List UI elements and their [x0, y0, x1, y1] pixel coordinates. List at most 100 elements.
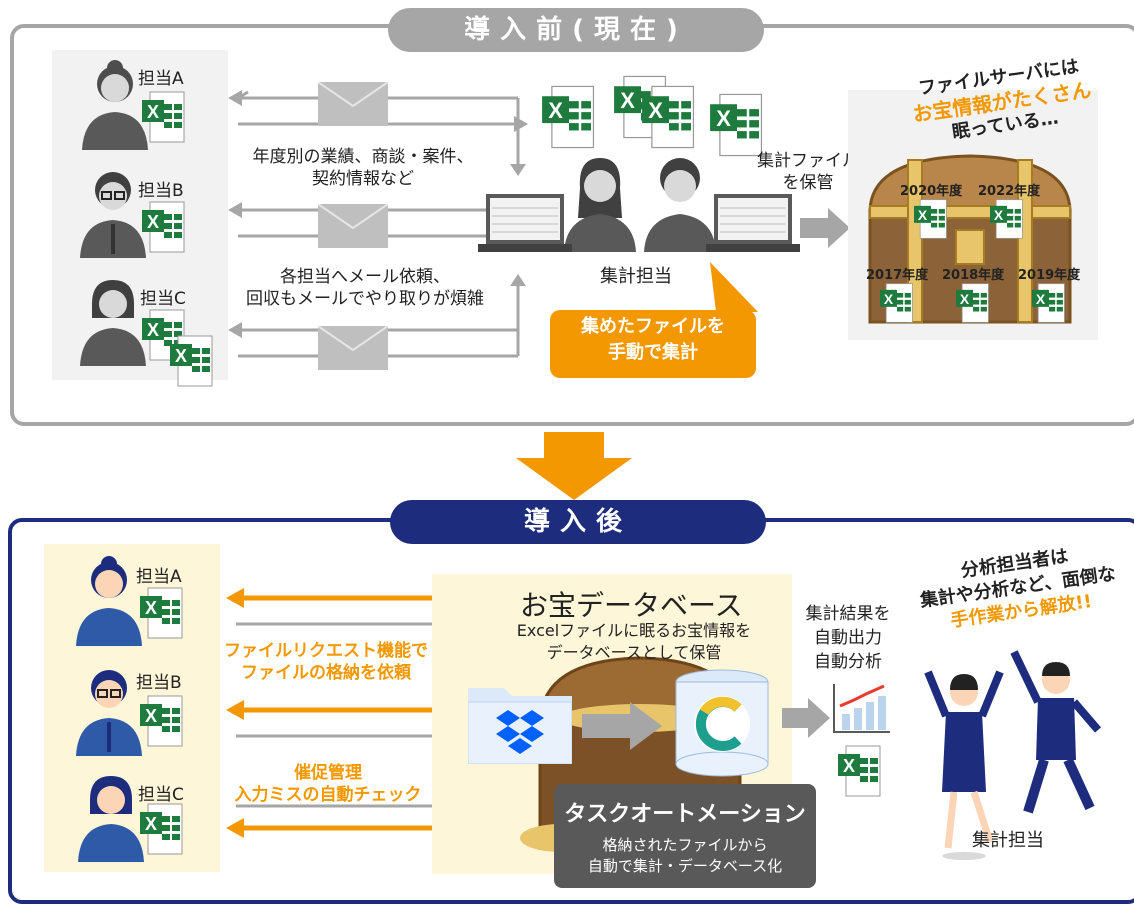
- svg-text:X: X: [620, 88, 635, 113]
- svg-text:X: X: [648, 98, 663, 123]
- svg-text:X: X: [843, 756, 855, 776]
- person-label-c: 担当C: [138, 785, 184, 805]
- store-label-line1: 集計ファイル: [757, 151, 859, 171]
- svg-text:X: X: [994, 207, 1004, 223]
- year-label: 2019年度: [1018, 268, 1081, 283]
- svg-text:X: X: [145, 598, 157, 618]
- year-label: 2017年度: [866, 268, 929, 283]
- mail-icon: [318, 82, 388, 126]
- excel-icon: X: [142, 201, 185, 253]
- output-text: 集計結果を 自動出力 自動分析: [796, 602, 900, 674]
- year-label: 2022年度: [978, 184, 1041, 199]
- right-arrow-icon: [782, 698, 830, 738]
- excel-icon: X: [140, 803, 183, 855]
- person-label-b: 担当B: [136, 673, 182, 693]
- svg-text:X: X: [147, 212, 159, 232]
- person-icon: [78, 776, 144, 862]
- person-icon: [76, 556, 142, 646]
- svg-text:X: X: [147, 320, 159, 340]
- before-people-box: [52, 50, 228, 380]
- svg-text:X: X: [884, 291, 894, 307]
- excel-icon: X: [170, 335, 213, 387]
- promo-text: 催促管理 入力ミスの自動チェック: [218, 762, 438, 806]
- store-label: 集計ファイル を保管: [756, 150, 860, 194]
- person-label-b: 担当B: [138, 181, 184, 201]
- output-text-line1: 集計結果を: [805, 604, 891, 624]
- mail-text-1-line2: 契約情報など: [312, 169, 414, 189]
- mail-text-1: 年度別の業績、商談・案件、 契約情報など: [228, 146, 498, 190]
- db-subtitle-line1: Excelファイルに眠るお宝情報を: [516, 621, 752, 640]
- excel-icon: X: [880, 283, 913, 323]
- excel-icon: X: [1032, 283, 1065, 323]
- person-icon: [80, 172, 146, 258]
- svg-text:X: X: [716, 106, 731, 131]
- promo-text-line1: 催促管理: [294, 763, 362, 783]
- before-title: 導入前(現在): [388, 8, 764, 52]
- promo-text-line2: 入力ミスの自動チェック: [234, 785, 422, 805]
- mail-icon: [318, 326, 388, 370]
- output-text-line2: 自動出力: [814, 628, 882, 648]
- chart-icon: [833, 684, 890, 733]
- person-label-c: 担当C: [140, 289, 186, 309]
- request-text-line1: ファイルリクエスト機能で: [224, 641, 428, 661]
- person-icon: [82, 60, 148, 150]
- person-icon: [76, 670, 142, 756]
- person-label-a: 担当A: [136, 567, 182, 587]
- laptop-icon: [478, 194, 572, 252]
- after-people-box: [44, 544, 220, 872]
- jumping-person-icon: [1010, 650, 1102, 814]
- automation-sub-line1: 格納されたファイルから: [602, 836, 768, 854]
- excel-icon: X: [710, 93, 763, 157]
- right-arrow-icon: [582, 702, 662, 750]
- excel-icon: X: [956, 283, 989, 323]
- aggregator-person-icon: [644, 158, 716, 252]
- mail-text-1-line1: 年度別の業績、商談・案件、: [252, 147, 474, 167]
- automation-note: タスクオートメーション 格納されたファイルから 自動で集計・データベース化: [554, 784, 816, 888]
- svg-text:X: X: [1036, 291, 1046, 307]
- svg-text:X: X: [960, 291, 970, 307]
- svg-text:X: X: [175, 346, 187, 366]
- down-arrow-icon: [516, 432, 632, 500]
- manual-callout: 集めたファイルを 手動で集計: [550, 310, 756, 378]
- output-text-line3: 自動分析: [814, 652, 882, 672]
- manual-callout-line1: 集めたファイルを: [581, 316, 725, 337]
- excel-icon: X: [838, 745, 881, 797]
- database-icon: [675, 669, 769, 777]
- mail-icon: [318, 204, 388, 248]
- automation-sub-line2: 自動で集計・データベース化: [587, 857, 783, 875]
- excel-icon: X: [642, 85, 695, 149]
- svg-text:X: X: [918, 207, 928, 223]
- laptop-icon: [706, 194, 800, 252]
- person-label-a: 担当A: [138, 69, 184, 89]
- manual-callout-line2: 手動で集計: [608, 342, 698, 363]
- year-label: 2018年度: [942, 268, 1005, 283]
- excel-icon: X: [140, 695, 183, 747]
- store-label-line2: を保管: [782, 173, 834, 193]
- dropbox-icon: [468, 688, 572, 764]
- excel-icon: X: [914, 199, 947, 239]
- after-title: 導入後: [390, 500, 766, 544]
- db-subtitle-line2: データベースとして保管: [546, 643, 722, 662]
- svg-text:X: X: [147, 102, 159, 122]
- automation-title: タスクオートメーション: [564, 802, 806, 827]
- db-title: お宝データベース: [520, 589, 743, 622]
- svg-text:X: X: [145, 706, 157, 726]
- jumping-person-icon: [924, 670, 1004, 860]
- aggregator-label: 集計担当: [600, 266, 672, 287]
- mail-text-2-line2: 回収もメールでやり取りが煩雑: [246, 289, 484, 309]
- svg-text:X: X: [548, 98, 563, 123]
- request-text-line2: ファイルの格納を依頼: [241, 663, 411, 683]
- after-aggregator-label: 集計担当: [972, 830, 1044, 851]
- aggregator-person-icon: [564, 158, 636, 252]
- db-subtitle: Excelファイルに眠るお宝情報を データベースとして保管: [496, 620, 772, 664]
- right-arrow-icon: [800, 208, 850, 248]
- mail-text-2-line1: 各担当へメール依頼、: [280, 267, 450, 287]
- excel-icon: X: [990, 199, 1023, 239]
- year-label: 2020年度: [900, 184, 963, 199]
- request-text: ファイルリクエスト機能で ファイルの格納を依頼: [206, 640, 446, 684]
- svg-text:X: X: [145, 814, 157, 834]
- excel-icon: X: [542, 85, 595, 149]
- person-icon: [80, 280, 146, 366]
- mail-text-2: 各担当へメール依頼、 回収もメールでやり取りが煩雑: [220, 266, 510, 310]
- excel-icon: X: [142, 91, 185, 143]
